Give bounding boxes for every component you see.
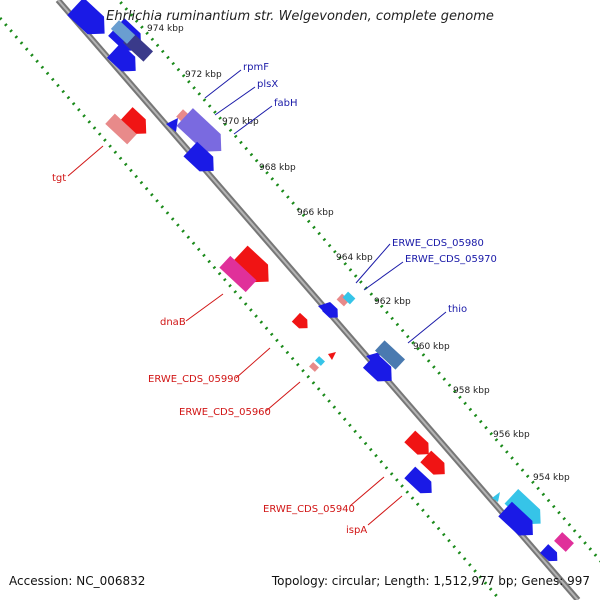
gene-label-tgt: tgt <box>52 173 66 184</box>
label-leader-line <box>235 347 271 379</box>
gene-arrow-forward <box>176 108 222 152</box>
gene-label-thio: thio <box>448 304 467 315</box>
label-leader-line <box>214 86 256 116</box>
gene-block-forward <box>336 293 350 307</box>
tick-label: 968 kbp <box>259 163 296 173</box>
label-leader-line <box>204 69 242 99</box>
label-leader-line <box>265 381 301 412</box>
label-leader-line <box>363 261 404 291</box>
gene-block-forward <box>342 291 356 305</box>
gene-block-reverse <box>219 255 257 293</box>
gene-block-forward <box>110 20 136 44</box>
tick-label: 966 kbp <box>297 208 334 218</box>
tick-label: 972 kbp <box>185 70 222 80</box>
gene-label-rpmF: rpmF <box>243 62 269 73</box>
gene-block-reverse <box>309 362 319 372</box>
gene-arrow-forward <box>183 141 214 172</box>
gene-arrow-forward <box>540 544 558 562</box>
gene-block-reverse <box>315 356 325 366</box>
gene-arrow-forward <box>166 118 178 132</box>
gene-arrow-forward <box>504 489 541 525</box>
gene-label-plsX: plsX <box>257 79 278 90</box>
label-leader-line <box>407 311 447 344</box>
tick-label: 974 kbp <box>147 24 184 34</box>
gene-label-dnaB: dnaB <box>160 317 186 328</box>
gene-block-forward <box>374 340 406 370</box>
gene-arrow-reverse <box>404 466 432 494</box>
label-leader-line <box>233 105 273 135</box>
label-leader-line <box>67 145 104 177</box>
genome-backbone-highlight <box>57 0 579 601</box>
gene-arrow-forward <box>322 302 338 318</box>
gene-arrow-reverse <box>328 352 336 360</box>
gene-arrow-forward <box>106 43 136 72</box>
gene-arrow-reverse <box>404 430 429 455</box>
tick-label: 962 kbp <box>374 297 411 307</box>
gene-label-erwe-cds-05990: ERWE_CDS_05990 <box>148 374 240 385</box>
gene-label-erwe-cds-05960: ERWE_CDS_05960 <box>179 407 271 418</box>
accession-text: Accession: NC_006832 <box>9 574 146 588</box>
gene-label-erwe-cds-05980: ERWE_CDS_05980 <box>392 238 484 249</box>
gene-block-reverse <box>105 113 137 145</box>
reverse-guide-line <box>0 17 502 601</box>
gene-label-erwe-cds-05940: ERWE_CDS_05940 <box>263 504 355 515</box>
tick-label: 954 kbp <box>533 473 570 483</box>
label-leader-line <box>367 495 403 526</box>
tick-label: 964 kbp <box>336 253 373 263</box>
gene-arrow-forward <box>362 353 392 382</box>
label-leader-line <box>349 476 385 507</box>
label-leader-line <box>355 243 391 284</box>
topology-text: Topology: circular; Length: 1,512,977 bp… <box>271 574 590 588</box>
gene-arrow-reverse <box>231 245 269 283</box>
gene-label-erwe-cds-05970: ERWE_CDS_05970 <box>405 254 497 265</box>
gene-arrow-forward <box>67 0 105 35</box>
tick-label: 956 kbp <box>493 430 530 440</box>
gene-arrow-forward <box>498 501 533 536</box>
gene-label-ispA: ispA <box>346 525 367 536</box>
forward-guide-line <box>116 0 600 563</box>
gene-arrow-forward <box>492 492 500 502</box>
gene-block-forward <box>554 532 574 552</box>
map-title: Ehrlichia ruminantium str. Welgevonden, … <box>106 9 494 24</box>
label-leader-line <box>185 293 224 322</box>
tick-label: 960 kbp <box>413 342 450 352</box>
tick-label: 958 kbp <box>453 386 490 396</box>
gene-label-fabH: fabH <box>274 98 298 109</box>
tick-label: 970 kbp <box>222 117 259 127</box>
gene-arrow-reverse <box>291 312 308 329</box>
gene-arrow-reverse <box>420 450 445 475</box>
